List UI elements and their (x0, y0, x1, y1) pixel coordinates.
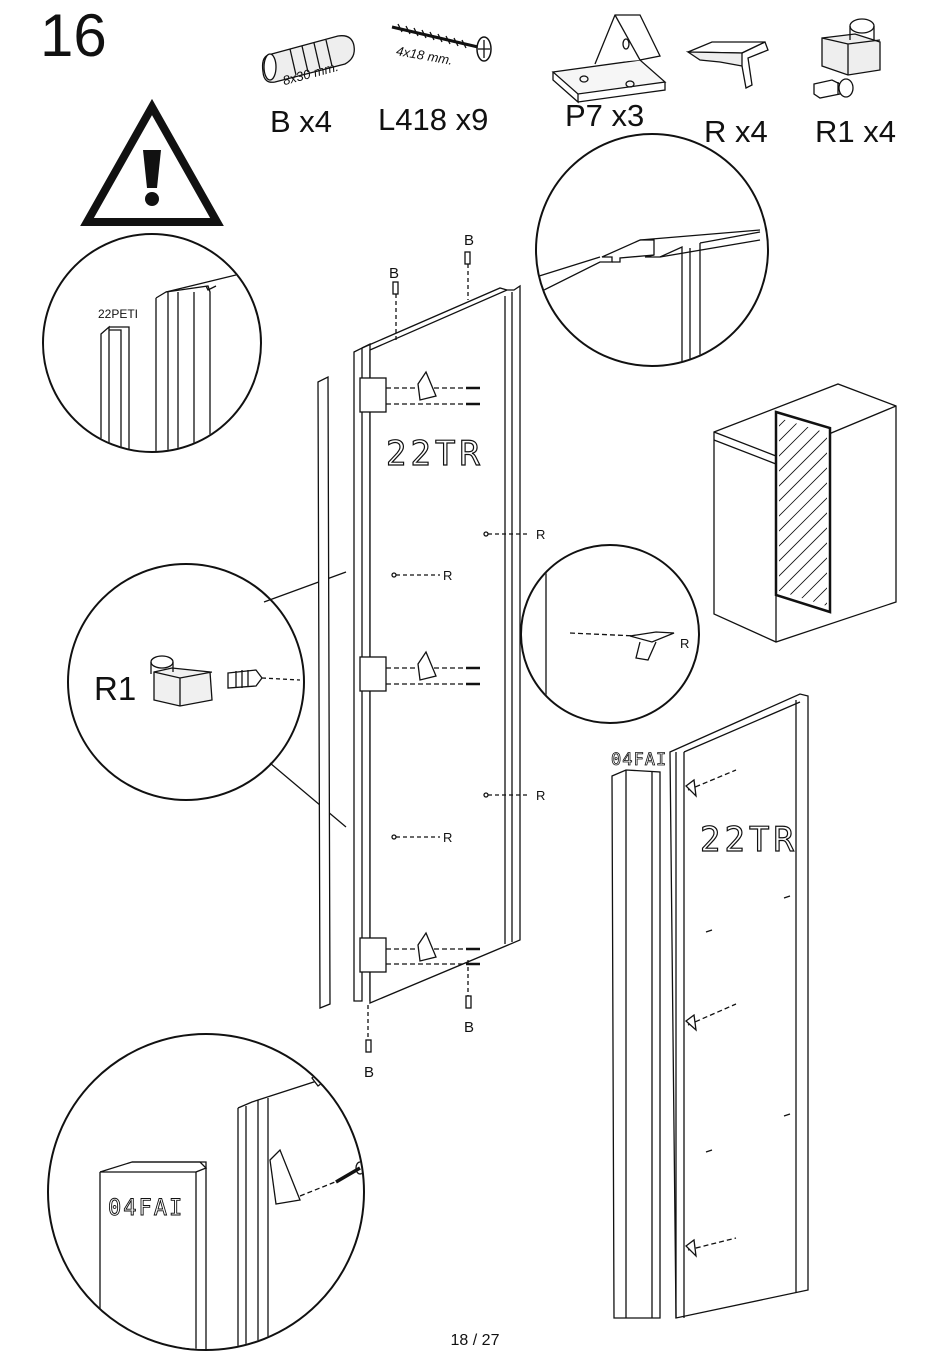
shelf-support-icon (688, 42, 768, 88)
page-number: 18 / 27 (0, 1332, 950, 1350)
panel-code-assembled: 22TR (700, 820, 798, 860)
clip-label-2: R (443, 568, 452, 583)
detail-circle-groove (520, 134, 768, 370)
clip-label-3: R (536, 788, 545, 803)
part-label-b: B x4 (270, 106, 332, 137)
hinge-plate-icon (814, 19, 880, 98)
panel-code-main: 22TR (386, 434, 484, 474)
clip-label-detail: R (680, 636, 689, 651)
clip-label-4: R (443, 830, 452, 845)
wardrobe-overview (714, 350, 896, 685)
part-label-p7: P7 x3 (565, 100, 644, 131)
strip-label: 22PETI (98, 307, 138, 321)
dowel-label-top-right: B (464, 232, 474, 249)
part-label-l418: L418 x9 (378, 104, 488, 135)
detail-circle-strip (43, 234, 261, 460)
dowel-label-bottom-left: B (364, 1064, 374, 1081)
main-panel-exploded (318, 252, 530, 1052)
detail-circle-post (48, 1034, 364, 1360)
clip-label-1: R (536, 527, 545, 542)
post-code-detail: 04FAI (108, 1196, 184, 1221)
bracket-icon (553, 15, 665, 102)
detail-circle-support (521, 540, 699, 740)
panel-assembled-view (612, 694, 808, 1318)
dowel-label-bottom-right: B (464, 1019, 474, 1036)
dowel-label-top-left: B (389, 265, 399, 282)
step-number: 16 (40, 6, 107, 66)
part-label-r1: R1 x4 (815, 116, 896, 147)
post-code-assembled: 04FAI (611, 750, 667, 770)
part-label-r: R x4 (704, 116, 768, 147)
warning-triangle-icon (87, 107, 217, 222)
hinge-detail-label: R1 (94, 670, 136, 708)
